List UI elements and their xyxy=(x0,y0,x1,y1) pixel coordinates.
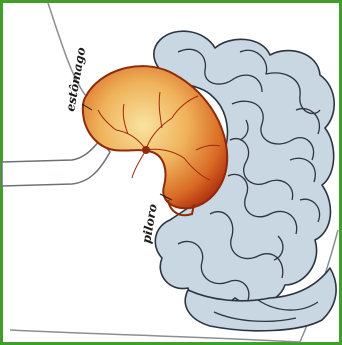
digestive-diagram: estômago piloro xyxy=(0,0,342,345)
